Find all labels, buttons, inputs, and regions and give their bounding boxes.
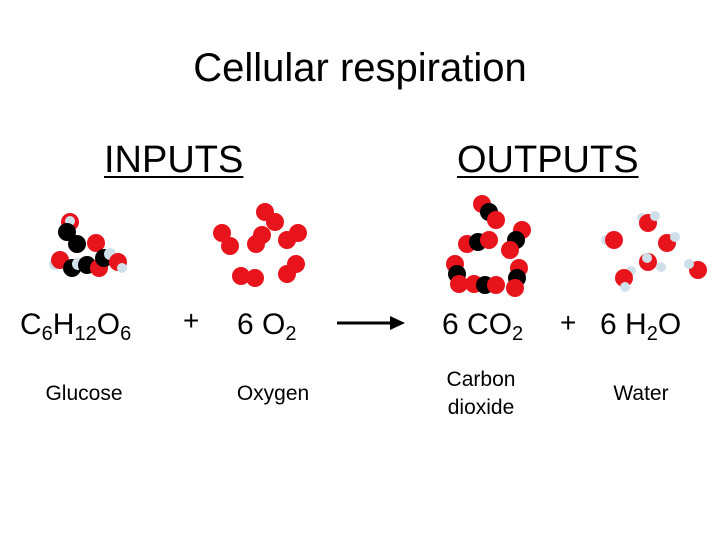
inputs-heading: INPUTS	[104, 139, 244, 181]
plus-sign: +	[560, 307, 577, 338]
oxygen-label: Oxygen	[236, 382, 310, 405]
carbon-dioxide-molecules-icon	[446, 195, 531, 297]
outputs-heading: OUTPUTS	[457, 139, 639, 181]
carbon-dioxide-formula: 6 CO2	[442, 308, 524, 345]
oxygen-molecules-icon	[213, 203, 307, 287]
reaction-arrow-icon	[337, 316, 405, 330]
oxygen-formula: 6 O2	[237, 308, 297, 345]
water-molecules-icon	[601, 211, 707, 292]
glucose-formula: C6H12O6	[20, 308, 132, 345]
plus-sign: +	[183, 305, 200, 336]
water-formula: 6 H2O	[600, 308, 682, 345]
glucose-molecule-icon	[49, 213, 127, 277]
water-label: Water	[613, 382, 669, 405]
page-title: Cellular respiration	[193, 46, 527, 90]
glucose-label: Glucose	[45, 382, 123, 405]
